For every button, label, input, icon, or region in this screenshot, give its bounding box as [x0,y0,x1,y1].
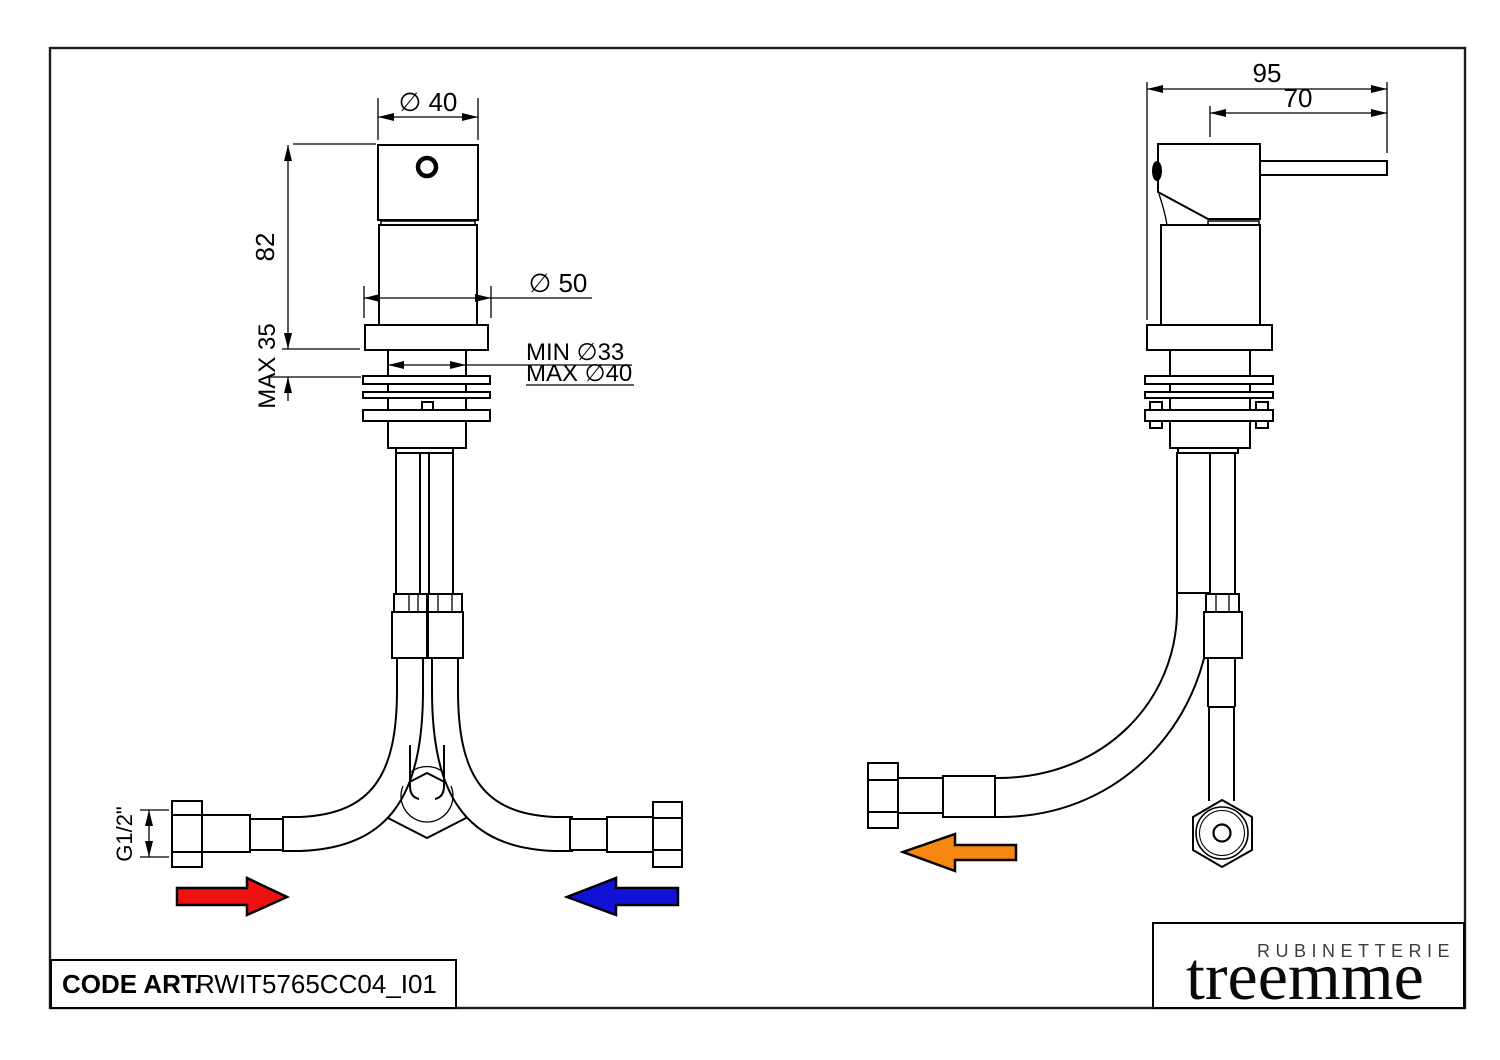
dim-thread: G1/2" [112,806,169,862]
outlet-flow-arrow [899,832,1018,873]
side-handle-head [1157,143,1261,220]
front-mounting-nut [387,420,467,449]
side-washer-2 [1144,391,1274,399]
dim-hole-max-label: MAX ∅40 [526,360,632,387]
front-washer-clip [421,401,434,411]
logo-box [1152,922,1465,1009]
side-hose-ferrule [1203,611,1243,659]
front-base-flange [364,324,489,351]
dim-deck-thickness: MAX 35 [254,323,361,409]
front-right-hose-nut-flats [437,594,453,612]
dim-deck-thickness-label: MAX 35 [254,323,281,408]
side-view: 95 70 [867,58,1388,873]
side-lever [1259,160,1388,176]
right-fitting-hex [652,801,683,868]
hot-water-arrow [175,876,290,917]
dim-top-diameter: ∅ 40 [377,87,479,140]
side-fitting-hex [867,762,899,829]
front-washer-1 [362,375,491,385]
title-block: CODE ART. RWIT5765CC04_I01 [50,959,457,1009]
front-left-hose-ferrule [391,611,428,659]
logo-subtitle: RUBINETTERIE [1257,941,1455,961]
dim-hole-size: MIN ∅33 MAX ∅40 [388,339,634,387]
front-view: ∅ 40 82 ∅ 50 MIN ∅33 MAX ∅40 [112,87,683,917]
side-hose [994,592,1211,818]
dim-thread-label: G1/2" [112,806,137,862]
side-fitting-thread [897,777,944,814]
dim-height-label: 82 [250,233,280,262]
code-label: CODE ART. [62,969,201,999]
front-washer-2 [362,391,491,399]
side-fitting-hex-flats [868,779,898,813]
side-set-screw-hole [1152,161,1162,181]
dim-total-depth-label: 95 [1253,58,1282,88]
side-mounting-washer [1144,409,1274,422]
front-supply-tubes [395,453,454,594]
dim-height: 82 [250,143,376,349]
left-fitting-hex-flats [172,814,202,853]
front-left-hose [282,657,424,852]
brand-logo: RUBINETTERIE treemme [1152,922,1465,1014]
side-washer-hook-left [1149,420,1163,429]
front-left-hose-nut-flats [408,594,419,612]
front-right-hose-nut [427,593,463,613]
dim-base-diameter-label: ∅ 50 [529,268,588,298]
front-right-hose [431,657,573,852]
logo-name: treemme [1186,938,1424,1014]
side-washer-hook-right [1255,420,1269,429]
side-end-fitting-bore [1212,823,1232,843]
cold-water-arrow [563,876,680,917]
handle-set-screw-hole [415,155,439,179]
outlet-tube-left-wall [409,745,420,800]
front-mounting-washer [362,409,491,422]
right-fitting-hex-flats [653,817,682,851]
side-washer-1 [1144,375,1274,385]
side-mounting-nut [1169,420,1251,449]
side-straight-tube [1207,658,1236,801]
side-mounting-nut-chamfer [1177,447,1239,454]
side-hose-nut [1205,593,1240,613]
left-fitting-hex [171,800,203,868]
side-end-fitting-outer-circle [1195,806,1249,860]
right-fitting-body [606,816,654,853]
dim-total-depth: 95 [1146,58,1388,320]
side-fitting-body [942,775,996,818]
side-base-flange [1146,324,1273,351]
dim-base-diameter: ∅ 50 [363,268,592,318]
front-right-hose-ferrule [427,611,464,659]
code-value: RWIT5765CC04_I01 [196,969,437,999]
left-fitting-body [201,814,251,853]
side-handle-underside-arc [1158,193,1168,226]
dim-lever-length: 70 [1209,83,1387,137]
dim-lever-length-label: 70 [1284,83,1313,113]
side-body [1160,224,1261,326]
outlet-bend-outer-arc [400,785,454,823]
right-fitting-collar [569,818,608,851]
left-fitting-collar [249,818,284,851]
side-washer-clip-right [1255,401,1269,411]
side-hose-nut-flats [1215,594,1230,612]
side-washer-clip-left [1149,401,1163,411]
dim-top-diameter-label: ∅ 40 [399,87,458,117]
front-body [378,224,478,326]
dim-hole-min-label: MIN ∅33 [526,339,624,366]
front-left-hose-nut [393,593,428,613]
outlet-tube-right-wall [434,745,445,800]
side-supply-tubes [1176,452,1236,593]
front-mounting-nut-chamfer [395,447,454,454]
side-end-fitting-inner-circle [1199,810,1245,856]
code-box [50,959,457,1009]
outlet-bend-top-arc [410,765,444,773]
